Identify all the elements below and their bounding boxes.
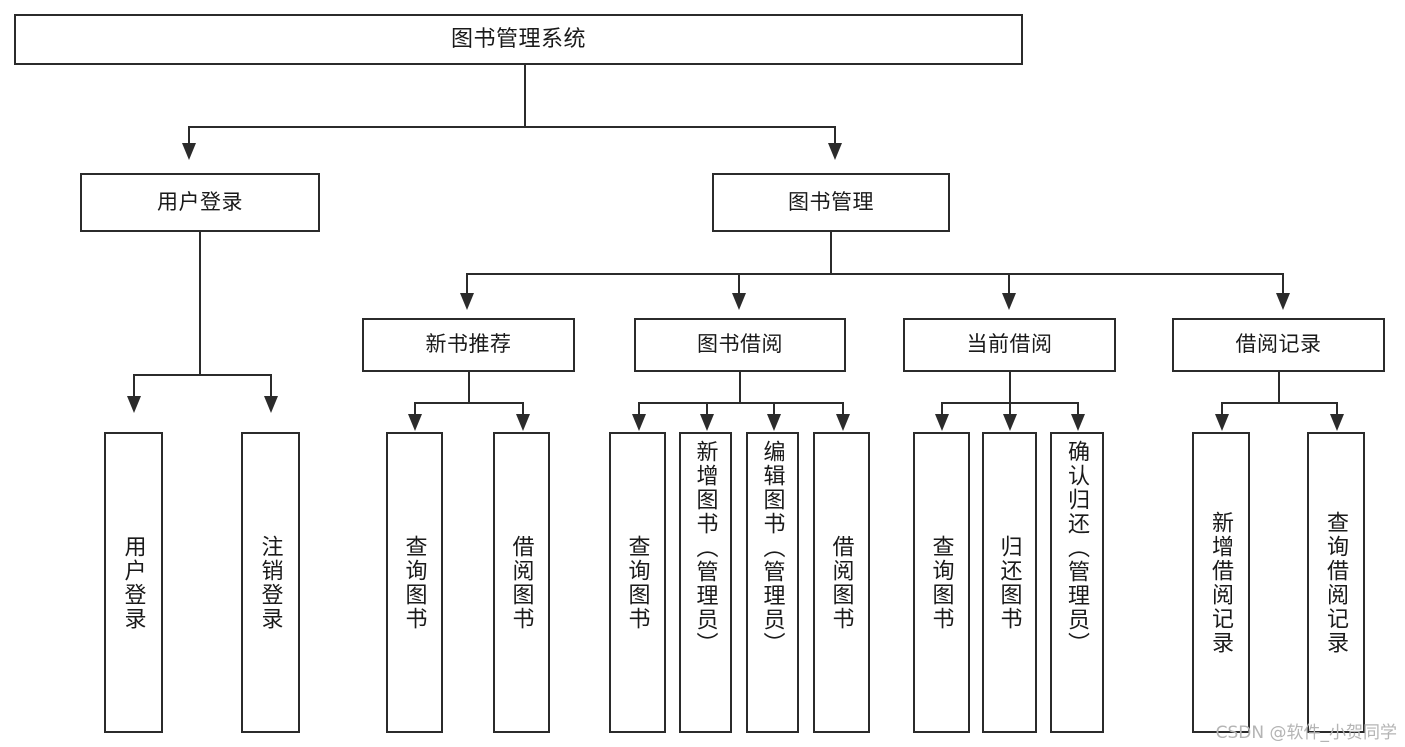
arrow-to-leaf-user-login (127, 396, 141, 413)
connector-root-drop-left (188, 126, 190, 145)
connector-user-login-stem (199, 232, 201, 375)
leaf-edit-book[interactable]: 编辑图书（管理员） (746, 432, 799, 733)
leaf-borrow-book-1[interactable]: 借阅图书 (493, 432, 550, 733)
node-user-login-label: 用户登录 (157, 190, 243, 214)
arrow-to-leaf-borrow-book-2 (836, 414, 850, 431)
connector-root-bus (188, 126, 836, 128)
connector-nbr-stem (468, 372, 470, 403)
node-root[interactable]: 图书管理系统 (14, 14, 1023, 65)
leaf-add-record[interactable]: 新增借阅记录 (1192, 432, 1250, 733)
node-new-book-rec[interactable]: 新书推荐 (362, 318, 575, 372)
arrow-to-leaf-query-book-2 (632, 414, 646, 431)
arrow-to-leaf-query-book-1 (408, 414, 422, 431)
connector-cb-drop-2 (1009, 402, 1011, 415)
arrow-to-leaf-edit-book (767, 414, 781, 431)
arrow-to-leaf-confirm-return (1071, 414, 1085, 431)
node-borrow-record[interactable]: 借阅记录 (1172, 318, 1385, 372)
connector-bm-drop-4 (1282, 273, 1284, 295)
leaf-borrow-book-2[interactable]: 借阅图书 (813, 432, 870, 733)
leaf-query-record-label: 查询借阅记录 (1323, 510, 1349, 655)
connector-nbr-drop-2 (522, 402, 524, 415)
leaf-query-book-3[interactable]: 查询图书 (913, 432, 970, 733)
connector-root-stem (524, 65, 526, 127)
node-book-borrow[interactable]: 图书借阅 (634, 318, 846, 372)
leaf-query-book-1-label: 查询图书 (402, 534, 428, 631)
connector-bb-bus (638, 402, 844, 404)
leaf-return-book-label: 归还图书 (997, 534, 1023, 631)
node-book-manage-label: 图书管理 (788, 190, 874, 214)
node-root-label: 图书管理系统 (450, 26, 586, 52)
connector-br-drop-1 (1221, 402, 1223, 415)
csdn-watermark: CSDN @软件_小贺同学 (1215, 723, 1397, 743)
leaf-user-login-label: 用户登录 (121, 534, 147, 631)
connector-bm-drop-1 (466, 273, 468, 295)
arrow-to-book-borrow (732, 293, 746, 310)
connector-bb-drop-2 (706, 402, 708, 415)
leaf-user-logout-label: 注销登录 (258, 534, 284, 631)
leaf-edit-book-label: 编辑图书（管理员） (760, 440, 786, 656)
arrow-to-leaf-add-record (1215, 414, 1229, 431)
arrow-to-book-manage (828, 143, 842, 160)
arrow-to-leaf-return-book (1003, 414, 1017, 431)
leaf-query-book-1[interactable]: 查询图书 (386, 432, 443, 733)
node-current-borrow-label: 当前借阅 (966, 333, 1053, 357)
leaf-query-book-2[interactable]: 查询图书 (609, 432, 666, 733)
connector-nbr-bus (414, 402, 524, 404)
arrow-to-leaf-query-record (1330, 414, 1344, 431)
leaf-query-record[interactable]: 查询借阅记录 (1307, 432, 1365, 733)
leaf-add-book[interactable]: 新增图书（管理员） (679, 432, 732, 733)
leaf-borrow-book-2-label: 借阅图书 (829, 534, 855, 631)
connector-bb-drop-1 (638, 402, 640, 415)
connector-br-drop-2 (1336, 402, 1338, 415)
connector-user-login-bus (133, 374, 271, 376)
node-book-borrow-label: 图书借阅 (697, 333, 783, 357)
node-book-manage[interactable]: 图书管理 (712, 173, 950, 232)
arrow-to-leaf-borrow-book-1 (516, 414, 530, 431)
connector-br-stem (1278, 372, 1280, 403)
arrow-to-user-login (182, 143, 196, 160)
node-new-book-rec-label: 新书推荐 (425, 333, 512, 357)
connector-book-manage-bus (466, 273, 1282, 275)
leaf-return-book[interactable]: 归还图书 (982, 432, 1037, 733)
connector-book-manage-stem (830, 232, 832, 274)
leaf-confirm-return[interactable]: 确认归还（管理员） (1050, 432, 1104, 733)
connector-root-drop-right (834, 126, 836, 145)
node-current-borrow[interactable]: 当前借阅 (903, 318, 1116, 372)
leaf-add-book-label: 新增图书（管理员） (693, 440, 719, 656)
connector-user-login-drop-1 (133, 374, 135, 398)
arrow-to-new-book-rec (460, 293, 474, 310)
arrow-to-leaf-query-book-3 (935, 414, 949, 431)
connector-cb-stem (1009, 372, 1011, 403)
arrow-to-leaf-user-logout (264, 396, 278, 413)
leaf-user-login[interactable]: 用户登录 (104, 432, 163, 733)
connector-bb-stem (739, 372, 741, 403)
leaf-user-logout[interactable]: 注销登录 (241, 432, 300, 733)
leaf-borrow-book-1-label: 借阅图书 (509, 534, 535, 631)
leaf-confirm-return-label: 确认归还（管理员） (1064, 440, 1090, 656)
connector-bm-drop-3 (1008, 273, 1010, 295)
connector-cb-drop-3 (1077, 402, 1079, 415)
leaf-query-book-2-label: 查询图书 (625, 534, 651, 631)
connector-bb-drop-4 (842, 402, 844, 415)
arrow-to-current-borrow (1002, 293, 1016, 310)
leaf-add-record-label: 新增借阅记录 (1208, 510, 1234, 655)
connector-nbr-drop-1 (414, 402, 416, 415)
connector-br-bus (1221, 402, 1338, 404)
arrow-to-leaf-add-book (700, 414, 714, 431)
leaf-query-book-3-label: 查询图书 (929, 534, 955, 631)
node-user-login[interactable]: 用户登录 (80, 173, 320, 232)
connector-bb-drop-3 (773, 402, 775, 415)
node-borrow-record-label: 借阅记录 (1235, 333, 1322, 357)
arrow-to-borrow-record (1276, 293, 1290, 310)
connector-bm-drop-2 (738, 273, 740, 295)
connector-cb-drop-1 (941, 402, 943, 415)
connector-user-login-drop-2 (270, 374, 272, 398)
